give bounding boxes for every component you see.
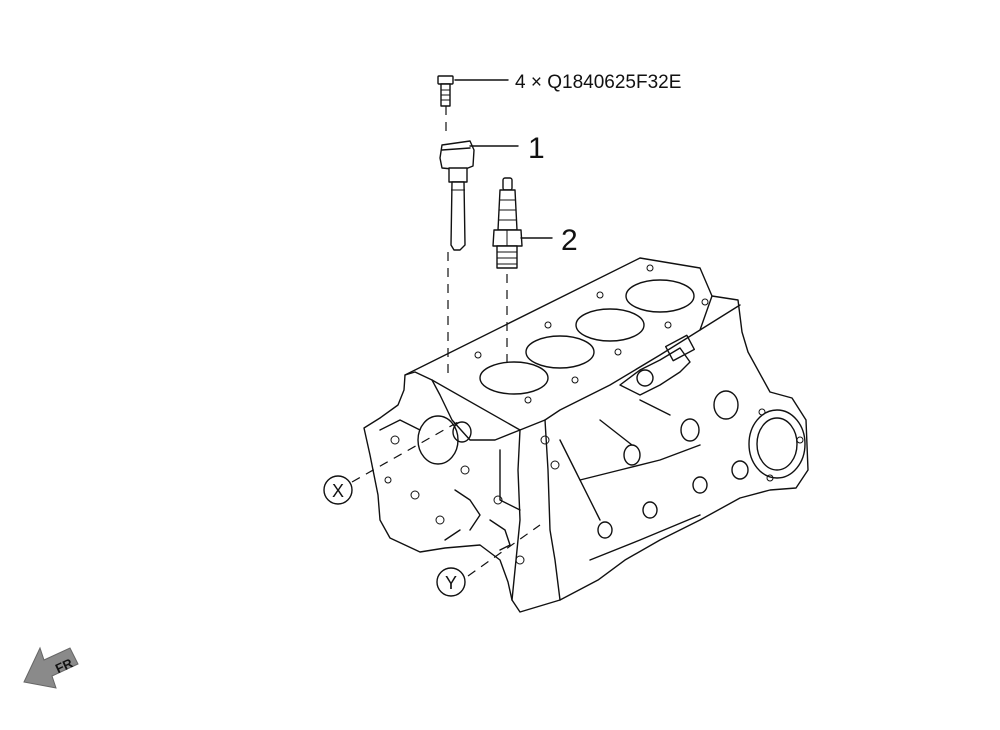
alignment-lines xyxy=(351,106,541,577)
spark-plug xyxy=(492,177,523,269)
view-marker-y: Y xyxy=(436,567,466,597)
leader-lines xyxy=(454,79,553,239)
view-marker-y-label: Y xyxy=(445,573,457,593)
front-direction-arrow: FR xyxy=(23,646,79,689)
coil-bolt xyxy=(437,75,454,107)
view-marker-x: X xyxy=(323,475,353,505)
plug-callout: 2 xyxy=(561,224,578,257)
coil-callout: 1 xyxy=(528,132,545,165)
ignition-coil xyxy=(439,140,475,251)
cylinder-block xyxy=(363,257,809,613)
view-marker-x-label: X xyxy=(332,481,344,501)
view-x-line xyxy=(351,421,459,483)
bolt-callout: 4 × Q1840625F32E xyxy=(515,72,681,93)
front-direction-label: FR xyxy=(53,655,76,676)
